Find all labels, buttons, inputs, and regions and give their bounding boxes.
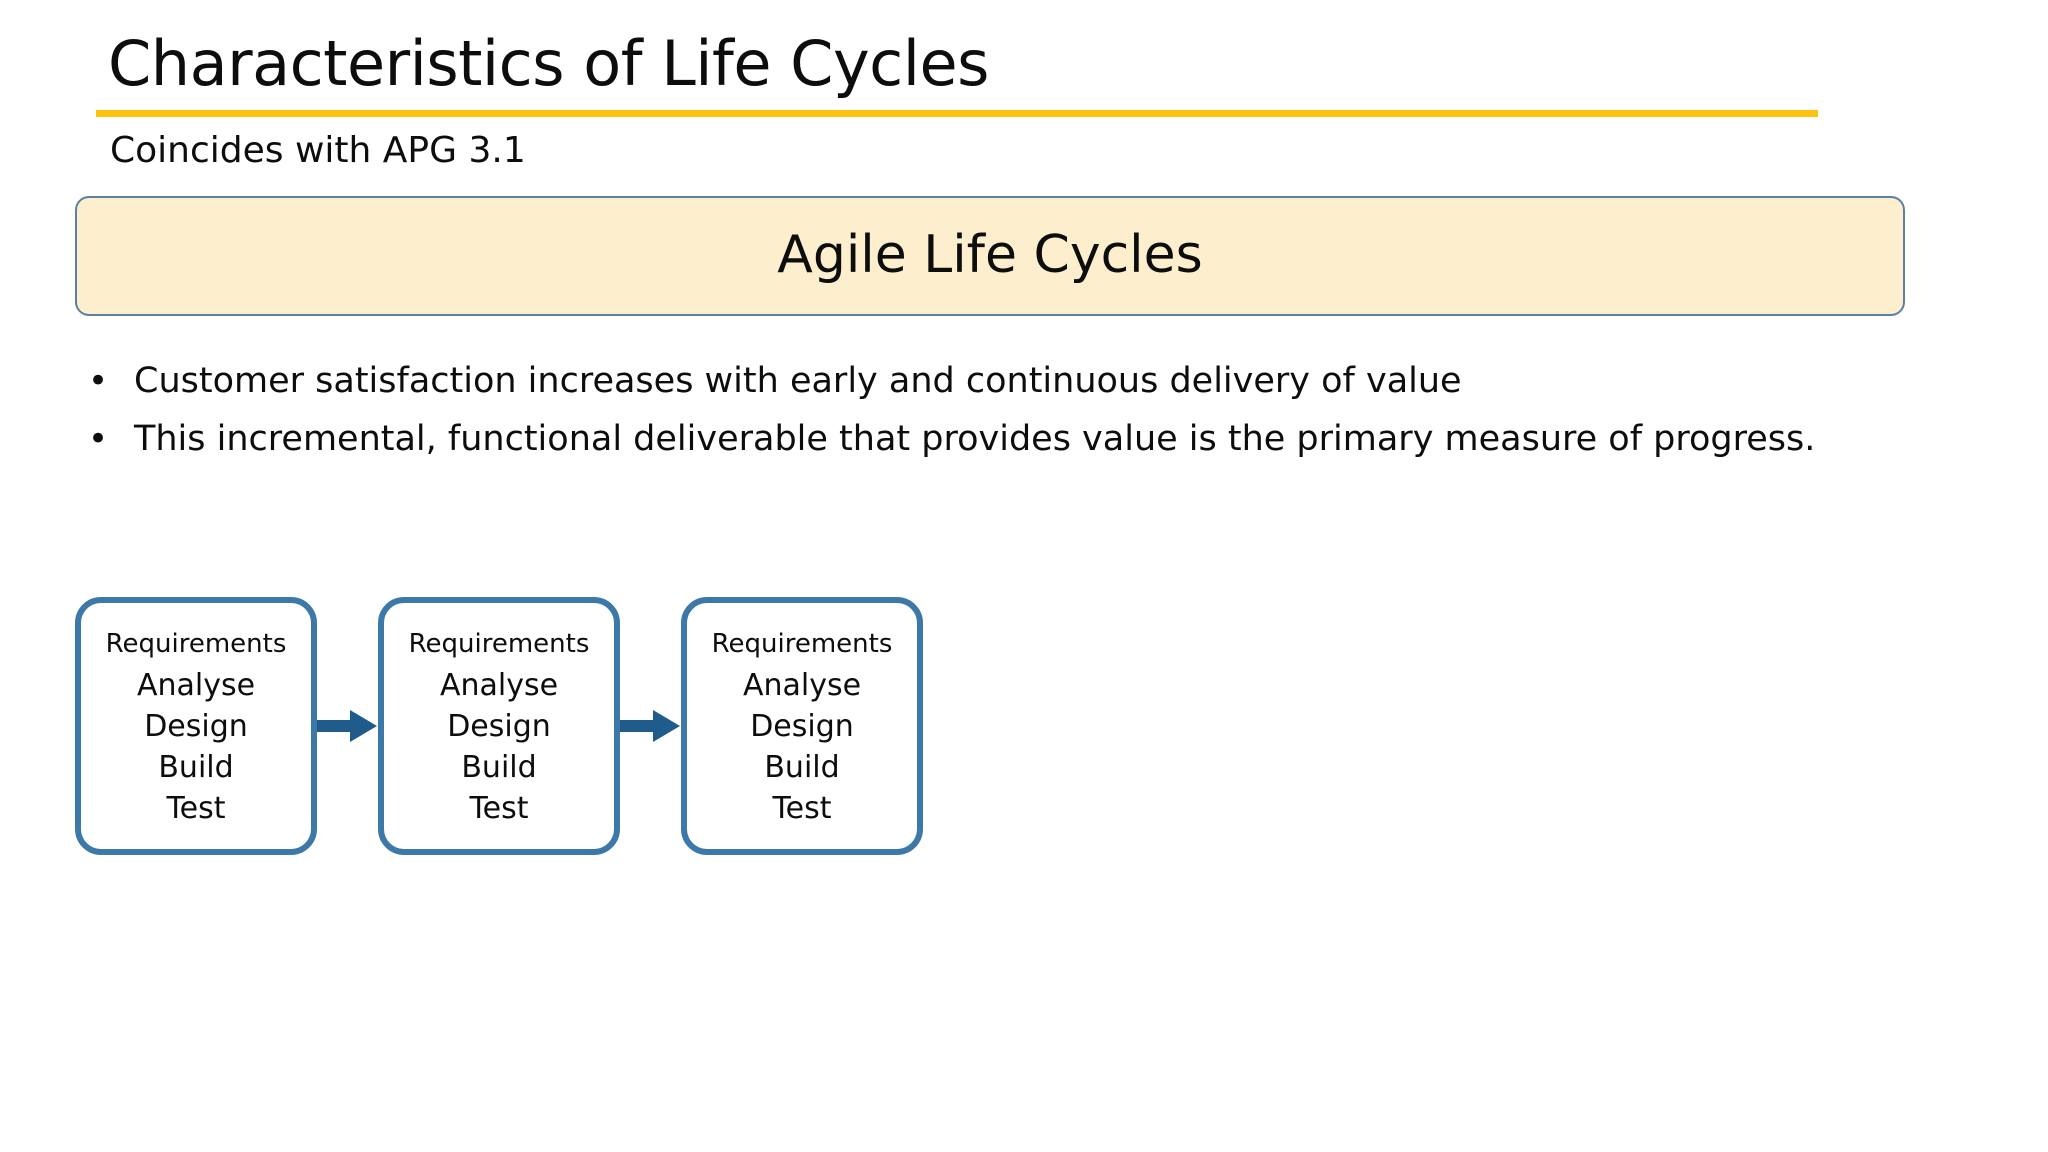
bullet-marker-icon: • [88,419,109,459]
iteration-step-requirements: Requirements [711,628,893,659]
iteration-step-build: Build [158,749,234,785]
iteration-step-design: Design [750,708,854,744]
iteration-box-1: Requirements Analyse Design Build Test [75,597,317,855]
iteration-step-analyse: Analyse [439,667,559,703]
list-item: • This incremental, functional deliverab… [84,416,1884,462]
arrow-right-icon [317,706,378,746]
iteration-step-requirements: Requirements [105,628,287,659]
iteration-step-analyse: Analyse [742,667,862,703]
bullet-list: • Customer satisfaction increases with e… [84,358,1884,474]
iteration-step-build: Build [461,749,537,785]
iteration-step-requirements: Requirements [408,628,590,659]
iteration-step-design: Design [144,708,248,744]
banner-title: Agile Life Cycles [777,225,1203,286]
list-item: • Customer satisfaction increases with e… [84,358,1884,404]
arrow-right-icon [620,706,681,746]
title-underline-rule [96,110,1818,117]
iteration-box-3: Requirements Analyse Design Build Test [681,597,923,855]
page-title: Characteristics of Life Cycles [108,27,989,100]
iteration-box-2: Requirements Analyse Design Build Test [378,597,620,855]
iteration-step-analyse: Analyse [136,667,256,703]
iteration-process-diagram: Requirements Analyse Design Build Test R… [75,597,923,855]
iteration-step-test: Test [772,790,832,826]
iteration-step-build: Build [764,749,840,785]
iteration-step-design: Design [447,708,551,744]
agile-life-cycles-banner: Agile Life Cycles [75,196,1905,316]
slide-subtitle: Coincides with APG 3.1 [110,130,526,171]
iteration-step-test: Test [469,790,529,826]
bullet-text: This incremental, functional deliverable… [134,419,1816,459]
bullet-text: Customer satisfaction increases with ear… [134,361,1462,401]
iteration-step-test: Test [166,790,226,826]
bullet-marker-icon: • [88,361,109,401]
